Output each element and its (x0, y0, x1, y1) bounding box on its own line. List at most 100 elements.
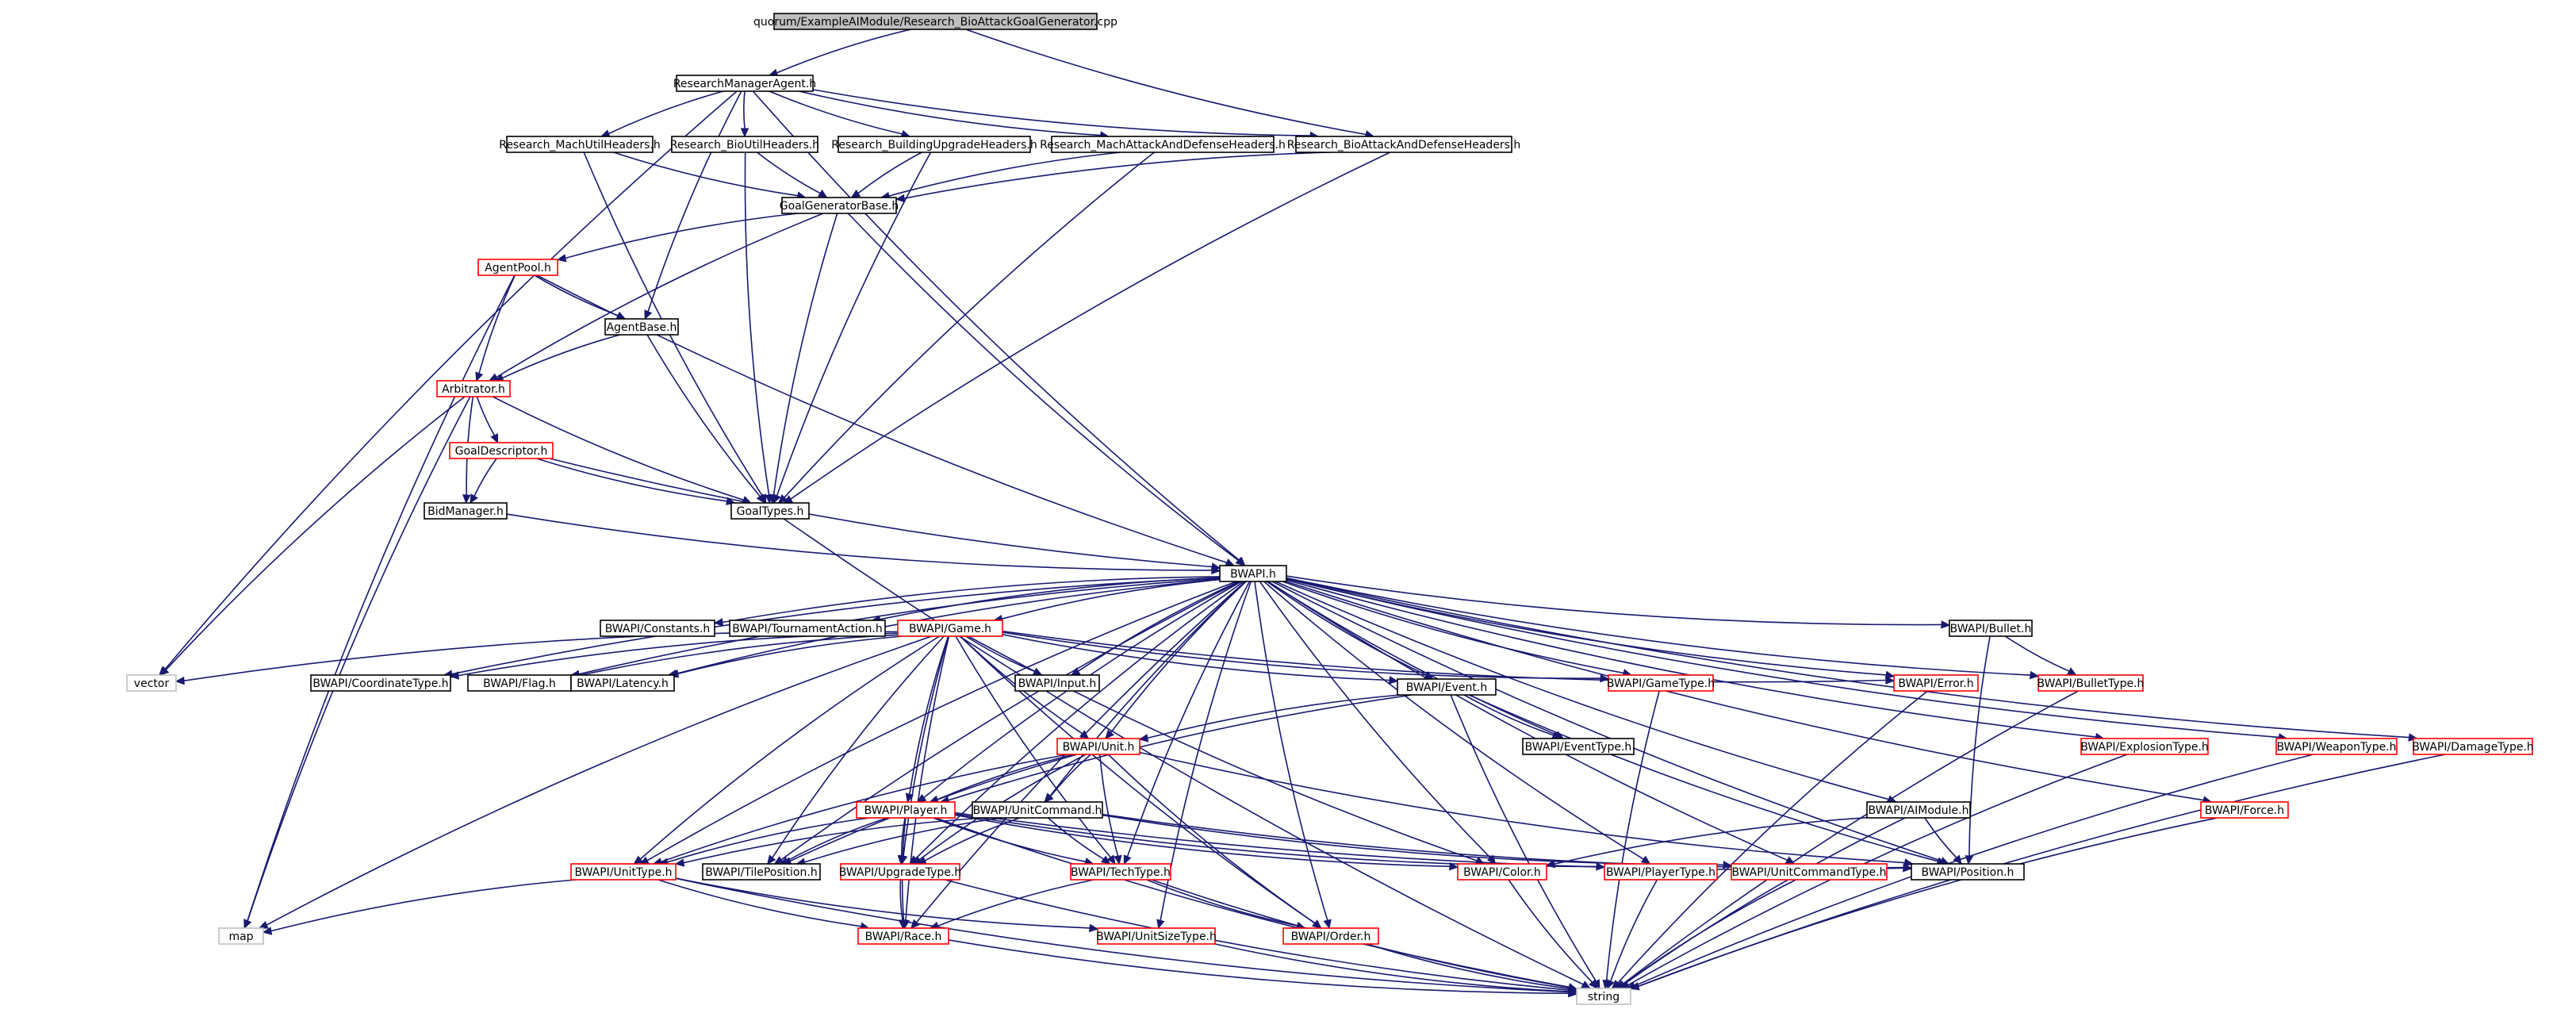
edge-unit-to-ucmd (1044, 754, 1091, 803)
edge-arb-to-vector (159, 396, 466, 676)
edge-bwapi-to-aim (1275, 581, 1897, 804)
edge-line (1623, 817, 1906, 985)
arrowhead (777, 493, 788, 504)
node-box (1457, 863, 1547, 881)
edge-bwapi-to-player (916, 581, 1242, 803)
edge-line (1107, 754, 1316, 924)
node-rbad[interactable]: Research_BioAttackAndDefenseHeaders.h (1287, 136, 1521, 153)
node-rbuh[interactable]: Research_BioUtilHeaders.h (670, 136, 819, 153)
node-box (781, 197, 897, 214)
edge-line (743, 90, 746, 129)
node-input[interactable]: BWAPI/Input.h (1014, 674, 1100, 692)
node-label: AgentPool.h (485, 262, 551, 274)
node-utype[interactable]: BWAPI/UnitType.h (570, 863, 677, 881)
node-arb[interactable]: Arbitrator.h (436, 380, 511, 397)
edge-gd-to-bwapi (550, 458, 1221, 571)
node-order[interactable]: BWAPI/Order.h (1282, 927, 1379, 945)
node-lat[interactable]: BWAPI/Latency.h (570, 674, 675, 692)
node-force[interactable]: BWAPI/Force.h (2200, 801, 2289, 819)
node-ust[interactable]: BWAPI/UnitSizeType.h (1096, 927, 1217, 945)
node-flag[interactable]: BWAPI/Flag.h (467, 674, 572, 692)
node-ab[interactable]: AgentBase.h (604, 318, 679, 336)
node-tact[interactable]: BWAPI/TournamentAction.h (729, 620, 886, 637)
node-gtype[interactable]: BWAPI/GameType.h (1607, 674, 1715, 692)
node-bwapi[interactable]: BWAPI.h (1219, 565, 1287, 582)
node-weap[interactable]: BWAPI/WeaponType.h (2275, 738, 2398, 755)
node-rbug[interactable]: Research_BuildingUpgradeHeaders.h (831, 136, 1037, 153)
arrowhead (769, 493, 778, 505)
node-label: BWAPI/Unit.h (1063, 741, 1135, 754)
edge-utype-to-race (657, 879, 870, 931)
node-gt[interactable]: GoalTypes.h (730, 502, 810, 520)
node-coord[interactable]: BWAPI/CoordinateType.h (310, 674, 451, 692)
arrowhead (1388, 676, 1399, 685)
node-gd[interactable]: GoalDescriptor.h (449, 442, 554, 459)
edge-line (1286, 577, 2279, 739)
node-rmuh[interactable]: Research_MachUtilHeaders.h (499, 136, 661, 153)
edge-line (565, 213, 799, 259)
edge-line (1286, 577, 2031, 676)
node-ptype[interactable]: BWAPI/PlayerType.h (1604, 863, 1718, 881)
edge-line (965, 29, 1367, 136)
node-event[interactable]: BWAPI/Event.h (1397, 678, 1497, 696)
node-err[interactable]: BWAPI/Error.h (1893, 674, 1979, 692)
node-aim[interactable]: BWAPI/AIModule.h (1866, 801, 1971, 819)
arrowhead (1589, 979, 1598, 989)
arrowhead (1312, 919, 1322, 929)
edge-line (675, 877, 1570, 993)
node-label: vector (134, 677, 170, 690)
edge-ap-to-map (243, 274, 516, 930)
edge-bwapi-to-input (1070, 581, 1240, 676)
node-const[interactable]: BWAPI/Constants.h (600, 620, 715, 637)
node-rmad[interactable]: Research_MachAttackAndDefenseHeaders.h (1040, 136, 1286, 153)
node-race[interactable]: BWAPI/Race.h (857, 927, 949, 945)
node-bullet[interactable]: BWAPI/Bullet.h (1949, 620, 2033, 637)
edge-line (757, 152, 821, 194)
arrowhead (1581, 980, 1591, 989)
edge-line (776, 29, 911, 74)
edge-utype-to-map (262, 879, 577, 935)
node-label: BWAPI/UnitType.h (574, 866, 672, 879)
arrowhead (910, 919, 920, 929)
node-dmg[interactable]: BWAPI/DamageType.h (2412, 738, 2534, 755)
node-label: BWAPI/TechType.h (1071, 866, 1171, 879)
node-unit[interactable]: BWAPI/Unit.h (1056, 738, 1140, 755)
edge-line (270, 879, 577, 932)
node-box (856, 801, 956, 819)
node-tpos[interactable]: BWAPI/TilePosition.h (702, 863, 821, 881)
edge-bwapi-to-order (1254, 581, 1332, 930)
node-map[interactable]: map (218, 927, 264, 945)
node-label: BWAPI/Error.h (1898, 677, 1973, 690)
node-tech[interactable]: BWAPI/TechType.h (1070, 863, 1171, 881)
node-ucmd[interactable]: BWAPI/UnitCommand.h (972, 801, 1103, 819)
node-etype[interactable]: BWAPI/EventType.h (1522, 738, 1635, 755)
node-upg[interactable]: BWAPI/UpgradeType.h (839, 863, 961, 881)
edge-rbad-to-ggb (895, 152, 1331, 203)
node-label: BWAPI/TilePosition.h (705, 866, 817, 879)
node-box (570, 863, 677, 881)
edge-line (613, 152, 798, 197)
arrowhead (470, 493, 478, 505)
node-btype[interactable]: BWAPI/BulletType.h (2037, 674, 2145, 692)
node-ap[interactable]: AgentPool.h (477, 259, 558, 276)
edge-player-to-color (954, 814, 1459, 871)
edge-line (506, 513, 1213, 571)
node-game[interactable]: BWAPI/Game.h (897, 620, 1003, 637)
edge-event-to-etype (1463, 694, 1562, 739)
node-rma[interactable]: ResearchManagerAgent.h (673, 75, 816, 92)
node-ggb[interactable]: GoalGeneratorBase.h (780, 197, 899, 214)
node-bm[interactable]: BidManager.h (424, 502, 508, 520)
node-expl[interactable]: BWAPI/ExplosionType.h (2080, 738, 2209, 755)
edge-line (667, 817, 870, 863)
node-player[interactable]: BWAPI/Player.h (856, 801, 956, 819)
edge-aim-to-string (1616, 817, 1906, 989)
edge-line (492, 396, 744, 501)
arrowhead (1100, 855, 1111, 865)
node-color[interactable]: BWAPI/Color.h (1457, 863, 1547, 881)
arrowhead (898, 919, 907, 930)
node-pos[interactable]: BWAPI/Position.h (1911, 863, 2025, 881)
node-vector[interactable]: vector (126, 674, 177, 692)
node-string[interactable]: string (1576, 988, 1631, 1005)
node-uctype[interactable]: BWAPI/UnitCommandType.h (1731, 863, 1888, 881)
edge-line (1254, 581, 1328, 921)
